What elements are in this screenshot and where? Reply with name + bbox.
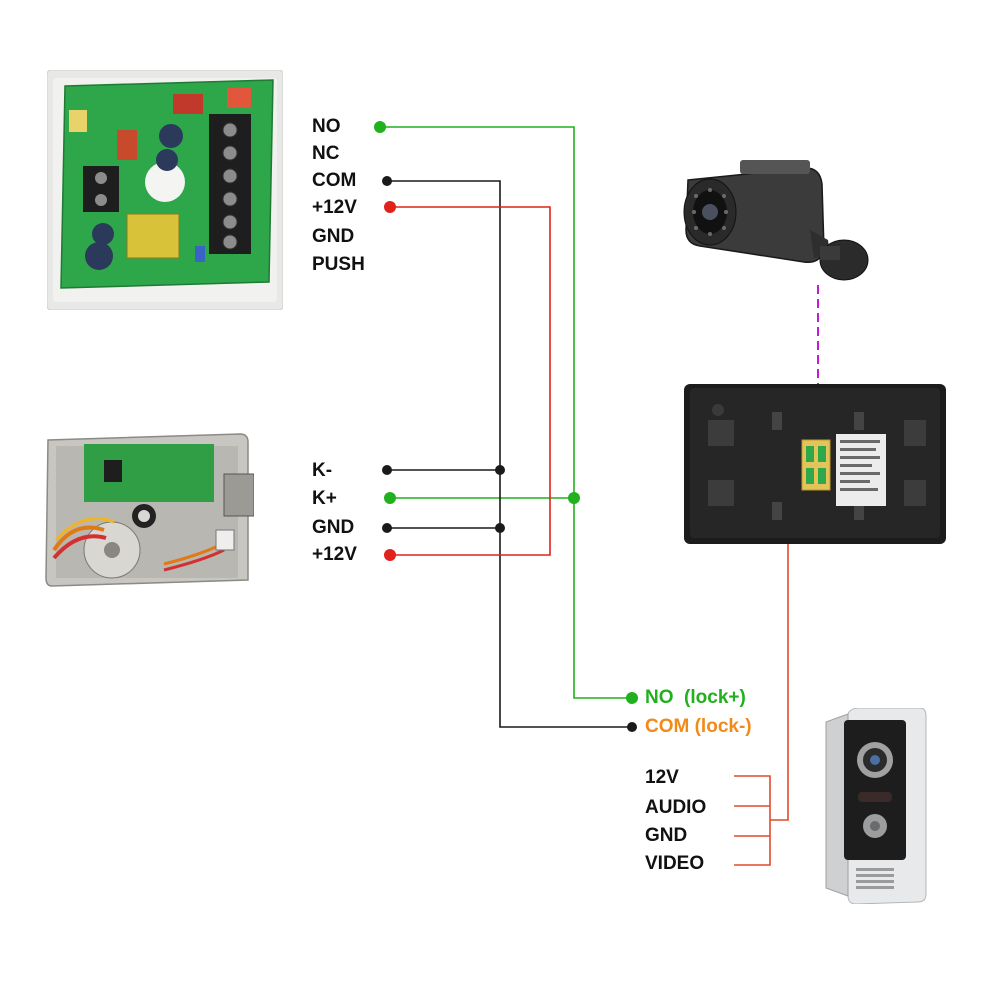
doorbell-wire [770, 465, 789, 821]
controller-terminal-nc: NC [312, 143, 340, 164]
junction-dot [495, 523, 505, 533]
lock-terminal-kplus: K+ [312, 488, 337, 509]
green-wire-no [380, 126, 632, 699]
lock-terminal-kminus: K- [312, 460, 333, 481]
black-wire-com [387, 180, 632, 728]
controller-terminal-push: PUSH [312, 254, 365, 275]
terminal-dot-no [374, 121, 386, 133]
terminal-dot-com [382, 176, 392, 186]
monitor-lock-com-label: COM (lock-) [645, 716, 752, 737]
red-wire-12v [390, 206, 551, 556]
controller-terminal-12v: +12V [312, 197, 357, 218]
doorbell-camera-icon [825, 708, 927, 904]
junction-dot [495, 465, 505, 475]
lock-terminal-gnd: GND [312, 517, 355, 538]
controller-terminal-no: NO [312, 116, 341, 137]
cctv-camera-icon [683, 160, 869, 281]
electric-lock-icon [45, 433, 254, 587]
lock-terminal-12v: +12V [312, 544, 357, 565]
controller-terminal-com: COM [312, 170, 357, 191]
doorbell-terminal-gnd: GND [645, 825, 688, 846]
terminal-dot-kminus [382, 465, 392, 475]
junction-dot [568, 492, 580, 504]
doorbell-terminal-audio: AUDIO [645, 797, 707, 818]
terminal-dot-12v [384, 201, 396, 213]
indoor-monitor-icon [684, 384, 946, 544]
monitor-lock-no-label: NO (lock+) [645, 687, 746, 708]
terminal-dot-monitor-com [627, 722, 637, 732]
controller-terminal-gnd: GND [312, 226, 355, 247]
doorbell-terminal-video: VIDEO [645, 853, 705, 874]
terminal-dot-gnd [382, 523, 392, 533]
doorbell-bracket [734, 775, 771, 866]
power-supply-board-icon [47, 70, 283, 310]
doorbell-terminal-12v: 12V [645, 767, 679, 788]
terminal-dot-monitor-no [626, 692, 638, 704]
terminal-dot-kplus [384, 492, 396, 504]
terminal-dot-lock-12v [384, 549, 396, 561]
